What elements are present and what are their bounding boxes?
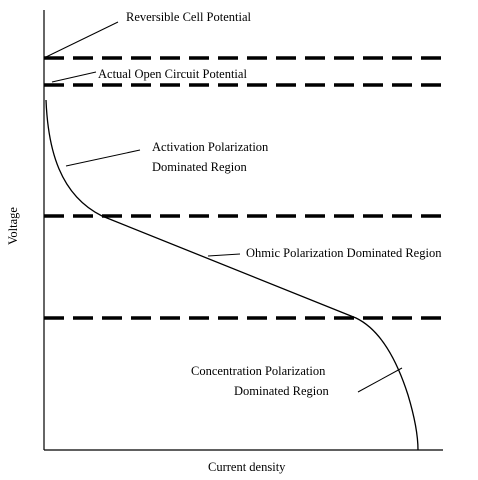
concentration-leader-line: [357, 367, 403, 393]
open-circuit-leader-line: [51, 71, 97, 83]
reversible-cell-potential-label: Reversible Cell Potential: [126, 10, 252, 24]
concentration-region-label-line2: Dominated Region: [234, 384, 330, 398]
y-axis-label: Voltage: [6, 207, 20, 245]
activation-region-label-line1: Activation Polarization: [152, 140, 269, 154]
activation-leader-line: [65, 149, 141, 167]
concentration-region-label-line1: Concentration Polarization: [191, 364, 326, 378]
polarization-curve: [45, 99, 419, 451]
x-axis-label: Current density: [208, 460, 286, 474]
open-circuit-potential-label: Actual Open Circuit Potential: [98, 67, 247, 81]
ohmic-leader-line: [207, 253, 241, 257]
activation-region-label-line2: Dominated Region: [152, 160, 248, 174]
reversible-leader-line: [45, 21, 119, 58]
ohmic-region-label: Ohmic Polarization Dominated Region: [246, 246, 442, 260]
